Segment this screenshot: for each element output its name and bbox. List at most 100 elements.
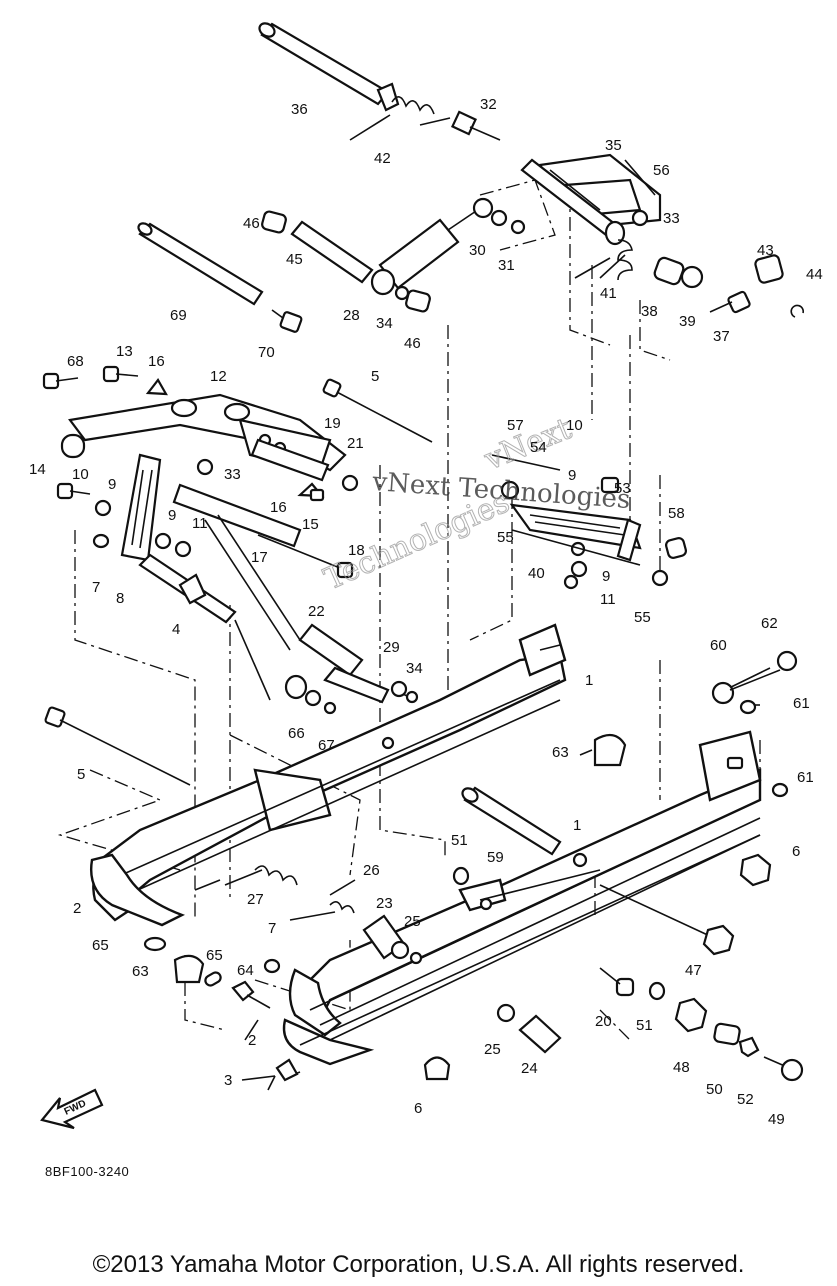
callout-53: 53	[614, 480, 631, 497]
callout-41: 41	[600, 285, 617, 302]
callout-46: 46	[243, 215, 260, 232]
callout-28: 28	[343, 307, 360, 324]
callout-47: 47	[685, 962, 702, 979]
callout-38: 38	[641, 303, 658, 320]
part-callouts: 36 42 32 35 56 33 46 45 30 31 41 43 44 6…	[29, 96, 823, 1128]
callout-37: 37	[713, 328, 730, 345]
callout-16b: 16	[270, 499, 287, 516]
callout-11b: 11	[600, 591, 616, 608]
fwd-arrow: FWD	[40, 1088, 104, 1130]
callout-9b: 9	[168, 507, 176, 524]
callout-51b: 51	[636, 1017, 653, 1034]
callout-1: 1	[585, 672, 593, 689]
callout-30: 30	[469, 242, 486, 259]
watermark-bottom: Technologies	[319, 485, 515, 598]
callout-31: 31	[498, 257, 515, 274]
callout-16: 16	[148, 353, 165, 370]
callout-9d: 9	[602, 568, 610, 585]
callout-2b: 2	[248, 1032, 256, 1049]
callout-60: 60	[710, 637, 727, 654]
callout-63b: 63	[132, 963, 149, 980]
callout-67: 67	[318, 737, 335, 754]
lower-parts	[44, 650, 804, 1091]
callout-18: 18	[348, 542, 365, 559]
callout-27: 27	[247, 891, 264, 908]
callout-48: 48	[673, 1059, 690, 1076]
upper-components	[137, 22, 804, 333]
callout-64: 64	[237, 962, 254, 979]
callout-34b: 34	[406, 660, 423, 677]
callout-65b: 65	[206, 947, 223, 964]
callout-39: 39	[679, 313, 696, 330]
callout-32: 32	[480, 96, 497, 113]
callout-63: 63	[552, 744, 569, 761]
callout-10: 10	[72, 466, 89, 483]
callout-17: 17	[251, 549, 268, 566]
shaft-36	[258, 22, 400, 112]
callout-66: 66	[288, 725, 305, 742]
callout-35: 35	[605, 137, 622, 154]
callout-9: 9	[108, 476, 116, 493]
callout-34: 34	[376, 315, 393, 332]
callout-13: 13	[116, 343, 133, 360]
callout-57: 57	[507, 417, 524, 434]
callout-21: 21	[347, 435, 364, 452]
callout-7: 7	[92, 579, 100, 596]
callout-10b: 10	[566, 417, 583, 434]
suspension-exploded-diagram: FWD vNext vNext Technologies Technologie…	[29, 22, 823, 1130]
callout-40: 40	[528, 565, 545, 582]
watermark-top: vNext	[479, 411, 576, 478]
callout-12: 12	[210, 368, 227, 385]
callout-56: 56	[653, 162, 670, 179]
callout-4: 4	[172, 621, 180, 638]
callout-11: 11	[192, 515, 208, 532]
callout-6: 6	[792, 843, 800, 860]
callout-9c: 9	[568, 467, 576, 484]
callout-25: 25	[404, 913, 421, 930]
callout-61: 61	[793, 695, 810, 712]
callout-70: 70	[258, 344, 275, 361]
callout-46b: 46	[404, 335, 421, 352]
callout-33: 33	[663, 210, 680, 227]
callout-25b: 25	[484, 1041, 501, 1058]
callout-54: 54	[530, 439, 547, 456]
callout-19: 19	[324, 415, 341, 432]
callout-69: 69	[170, 307, 187, 324]
callout-61b: 61	[797, 769, 814, 786]
shaft-56	[520, 158, 626, 246]
callout-50: 50	[706, 1081, 723, 1098]
callout-1b: 1	[573, 817, 581, 834]
callout-43: 43	[757, 242, 774, 259]
callout-26: 26	[363, 862, 380, 879]
callout-22: 22	[308, 603, 325, 620]
callout-58: 58	[668, 505, 685, 522]
callout-49: 49	[768, 1111, 785, 1128]
callout-33b: 33	[224, 466, 241, 483]
rear-arm-assembly	[491, 454, 687, 590]
callout-59: 59	[487, 849, 504, 866]
shock-absorber	[370, 197, 526, 301]
callout-20: 20	[595, 1013, 612, 1030]
copyright-notice: ©2013 Yamaha Motor Corporation, U.S.A. A…	[92, 1251, 745, 1278]
callout-42: 42	[374, 150, 391, 167]
callout-55: 55	[497, 529, 514, 546]
callout-8: 8	[116, 590, 124, 607]
callout-62: 62	[761, 615, 778, 632]
callout-52: 52	[737, 1091, 754, 1108]
callout-51: 51	[451, 832, 468, 849]
shaft-69	[137, 222, 264, 306]
callout-6b: 6	[414, 1100, 422, 1117]
callout-24: 24	[521, 1060, 538, 1077]
callout-55b: 55	[634, 609, 651, 626]
bolt-32	[451, 110, 501, 141]
callout-2: 2	[73, 900, 81, 917]
callout-14: 14	[29, 461, 46, 478]
assembly-guide-lines	[57, 179, 761, 1041]
callout-15: 15	[302, 516, 319, 533]
callout-5b: 5	[77, 766, 85, 783]
front-arm-assembly	[42, 365, 433, 715]
drawing-code: 8BF100-3240	[45, 1164, 130, 1179]
callout-3: 3	[224, 1072, 232, 1089]
callout-68: 68	[67, 353, 84, 370]
callout-65: 65	[92, 937, 109, 954]
